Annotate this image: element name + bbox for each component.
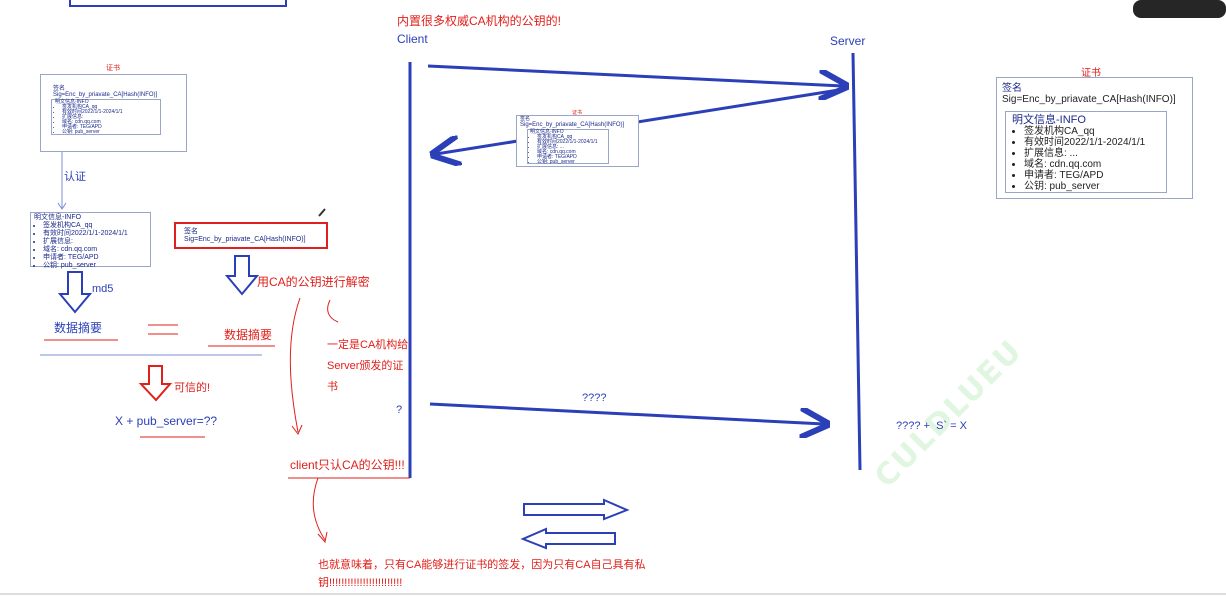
right-cert-info-item: 签发机构CA_qq — [1024, 126, 1160, 137]
left-info-item: 扩展信息: — [43, 238, 147, 246]
bottom-note-line1: 也就意味着，只有CA能够进行证书的签发，因为只有CA自己具有私 — [318, 559, 646, 571]
question-mark: ? — [396, 404, 403, 416]
left-cert-info-item: 有效时间2022/1/1-2024/1/1 — [62, 110, 160, 115]
mid-cert-info-item: 签发机构CA_qq — [537, 135, 606, 140]
left-cert-info-item: 扩展信息: — [62, 115, 160, 120]
mid-cert-sig-formula: Sig=Enc_by_priavate_CA[Hash(INFO)] — [520, 122, 625, 128]
right-cert-info-item: 域名: cdn.qq.com — [1024, 159, 1160, 170]
left-info-item: 公钥: pub_server — [43, 262, 147, 270]
mid-cert-info-item: 域名: cdn.qq.com — [537, 150, 606, 155]
left-cert-info-item: 公钥: pub_server — [62, 130, 160, 135]
mid-cert-sig-label: 签名 — [520, 116, 531, 122]
md5-label: md5 — [92, 283, 114, 295]
right-cert-title: 证书 — [1081, 68, 1101, 79]
camera-corner — [1133, 0, 1226, 18]
left-cert-info-box: 明文信息-INFO 签发机构CA_qq 有效时间2022/1/1-2024/1/… — [51, 99, 161, 135]
left-info-item: 签发机构CA_qq — [43, 222, 147, 230]
left-cert-sig-formula: Sig=Enc_by_priavate_CA[Hash(INFO)] — [53, 92, 158, 98]
mid-cert-info-item: 公钥: pub_server — [537, 160, 606, 165]
left-info-item: 申请者: TEG/APD — [43, 254, 147, 262]
mid-cert-info-box: 明文信息-INFO 签发机构CA_qq 有效时间2022/1/1-2024/1/… — [527, 129, 609, 165]
digest-left: 数据摘要 — [54, 321, 103, 335]
digest-right: 数据摘要 — [224, 328, 273, 342]
unknown-arrow — [429, 402, 824, 424]
right-cert-box: 签名 Sig=Enc_by_priavate_CA[Hash(INFO)] 明文… — [996, 77, 1193, 199]
verify-label: 认证 — [64, 171, 86, 183]
left-cert-box: 签名 Sig=Enc_by_priavate_CA[Hash(INFO)] 明文… — [40, 74, 187, 152]
left-cert-info-item: 域名: cdn.qq.com — [62, 120, 160, 125]
signature-box: 签名 Sig=Enc_by_priavate_CA[Hash(INFO)] — [174, 222, 328, 249]
right-cert-info-item: 扩展信息: ... — [1024, 148, 1160, 159]
server-formula: ???? + S` = X — [896, 420, 967, 432]
left-info-item: 有效时间2022/1/1-2024/1/1 — [43, 230, 147, 238]
server-label: Server — [830, 34, 866, 48]
top-note: 内置很多权威CA机构的公钥的! — [397, 14, 562, 28]
left-info-box: 明文信息-INFO 签发机构CA_qq 有效时间2022/1/1-2024/1/… — [30, 212, 151, 270]
mid-cert-info-item: 申请者: TEG/APD — [537, 155, 606, 160]
right-cert-info-title: 明文信息-INFO — [1012, 114, 1086, 126]
decrypt-down-arrow — [224, 255, 260, 296]
trusted-down-arrow — [138, 365, 173, 402]
mid-cert-info-item: 扩展信息: ... — [537, 145, 606, 150]
right-cert-sig-formula: Sig=Enc_by_priavate_CA[Hash(INFO)] — [1002, 94, 1176, 105]
left-cert-info-item: 签发机构CA_qq — [62, 105, 160, 110]
left-info-title: 明文信息-INFO — [34, 214, 82, 221]
left-cert-info-item: 申请者: TEG/APD — [62, 125, 160, 130]
left-cert-info-title: 明文信息-INFO — [55, 99, 89, 105]
mid-cert-box: 签名 Sig=Enc_by_priavate_CA[Hash(INFO)] 明文… — [516, 115, 639, 167]
left-cert-title: 证书 — [106, 65, 120, 72]
md5-down-arrow — [57, 271, 93, 314]
bottom-curve — [312, 477, 326, 541]
mid-cert-info-item: 有效时间2022/1/1-2024/1/1 — [537, 140, 606, 145]
server-issued-note: 一定是CA机构给Server颁发的证书 — [327, 339, 409, 393]
mid-cert-info-title: 明文信息-INFO — [530, 129, 564, 135]
formula-left: X + pub_server=?? — [115, 414, 218, 428]
bottom-note-line2: 钥!!!!!!!!!!!!!!!!!!!!!!!! — [318, 577, 403, 589]
signature-box-label: 签名 — [184, 228, 198, 235]
client-label: Client — [397, 32, 428, 46]
server-lifeline — [851, 52, 862, 471]
request-arrow — [427, 64, 843, 86]
note-curve — [327, 299, 339, 323]
right-cert-info-item: 有效时间2022/1/1-2024/1/1 — [1024, 137, 1160, 148]
decrypt-curve — [289, 297, 301, 433]
trusted-note: 可信的! — [174, 382, 211, 394]
mid-cert-title: 证书 — [572, 110, 583, 116]
left-double-arrow — [520, 527, 616, 550]
top-left-box-edge — [69, 0, 287, 7]
question-marks: ???? — [582, 392, 607, 404]
right-cert-info-box: 明文信息-INFO 签发机构CA_qq 有效时间2022/1/1-2024/1/… — [1005, 111, 1167, 193]
right-cert-info-item: 申请者: TEG/APD — [1024, 170, 1160, 181]
right-double-arrow — [523, 498, 630, 521]
right-cert-sig-label: 签名 — [1002, 83, 1022, 94]
left-cert-sig-label: 签名 — [53, 86, 66, 92]
pencil-icon — [318, 208, 326, 217]
left-info-item: 域名: cdn.qq.com — [43, 246, 147, 254]
signature-box-formula: Sig=Enc_by_priavate_CA[Hash(INFO)] — [184, 236, 306, 243]
right-cert-info-item: 公钥: pub_server — [1024, 181, 1160, 192]
cert-return-arrow — [436, 87, 846, 154]
client-only-note: client只认CA的公钥!!! — [290, 458, 405, 472]
decrypt-note: 用CA的公钥进行解密 — [257, 275, 370, 289]
